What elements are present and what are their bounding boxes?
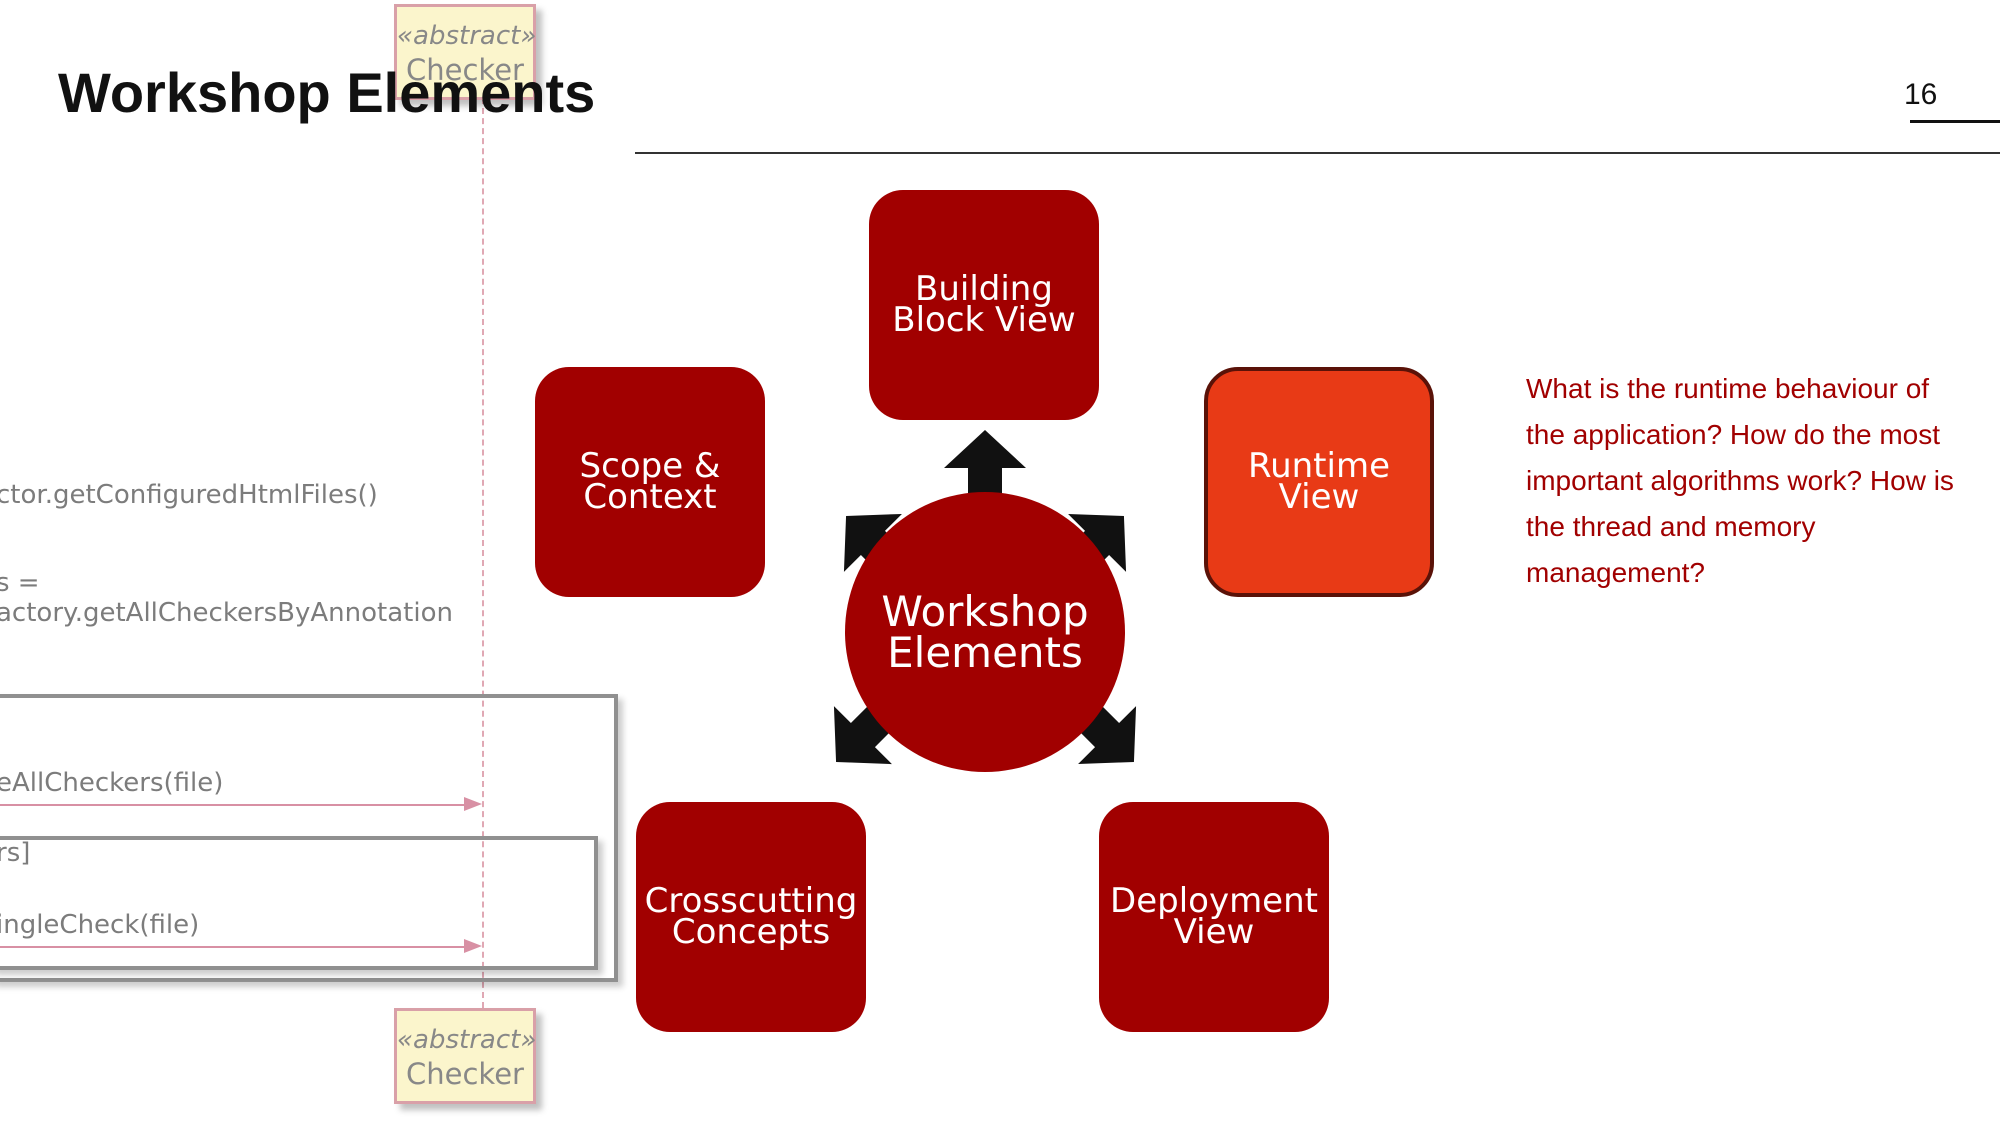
node-scope-context: Scope & Context: [535, 367, 765, 597]
page-number: 16: [1904, 78, 1938, 111]
node-building-block-view: Building Block View: [869, 190, 1099, 420]
checker-class-box-bottom: «abstract» Checker: [394, 1008, 536, 1104]
inner-fragment: [0, 836, 598, 970]
slide-title: Workshop Elements: [58, 61, 596, 124]
node-crosscutting-concepts: Crosscutting Concepts: [636, 802, 866, 1032]
node-label: Scope & Context: [579, 446, 721, 517]
node-label: Crosscutting Concepts: [644, 881, 858, 952]
fragment-guard-label: rs]: [0, 838, 31, 868]
message-arrow-head: [464, 797, 482, 811]
message-label: ctor.getConfiguredHtmlFiles(): [0, 480, 378, 510]
center-node-label: Workshop Elements: [881, 587, 1089, 677]
message-label: ingleCheck(file): [0, 910, 200, 940]
loop-fragment: [0, 694, 618, 982]
class-name-label: Checker: [406, 1057, 524, 1091]
page-number-underline: [1910, 120, 2000, 123]
node-label: Deployment View: [1110, 881, 1318, 952]
node-label: Runtime View: [1247, 446, 1390, 517]
lifeline: [482, 98, 484, 1008]
stereotype-label: «abstract»: [397, 21, 537, 51]
message-label: eAllCheckers(file): [0, 768, 224, 798]
runtime-view-description: What is the runtime behaviour of the app…: [1526, 373, 1954, 588]
node-runtime-view: Runtime View: [1204, 367, 1434, 597]
message-arrow-head: [464, 939, 482, 953]
message-arrow-line: [0, 946, 466, 948]
checker-class-box-top: «abstract» Checker: [394, 4, 536, 100]
message-arrow-line: [0, 804, 466, 806]
stereotype-label: «abstract»: [397, 1025, 537, 1055]
background-sequence-diagram: «abstract» Checker ctor.getConfiguredHtm…: [0, 0, 640, 1125]
arrow-up-icon: [944, 430, 1026, 498]
class-name-label: Checker: [406, 53, 524, 87]
node-deployment-view: Deployment View: [1099, 802, 1329, 1032]
center-node-workshop-elements: Workshop Elements: [845, 492, 1125, 772]
message-label: actory.getAllCheckersByAnnotation: [0, 598, 453, 628]
message-label: s =: [0, 568, 40, 598]
header-divider: [635, 152, 2000, 154]
node-label: Building Block View: [892, 269, 1076, 340]
